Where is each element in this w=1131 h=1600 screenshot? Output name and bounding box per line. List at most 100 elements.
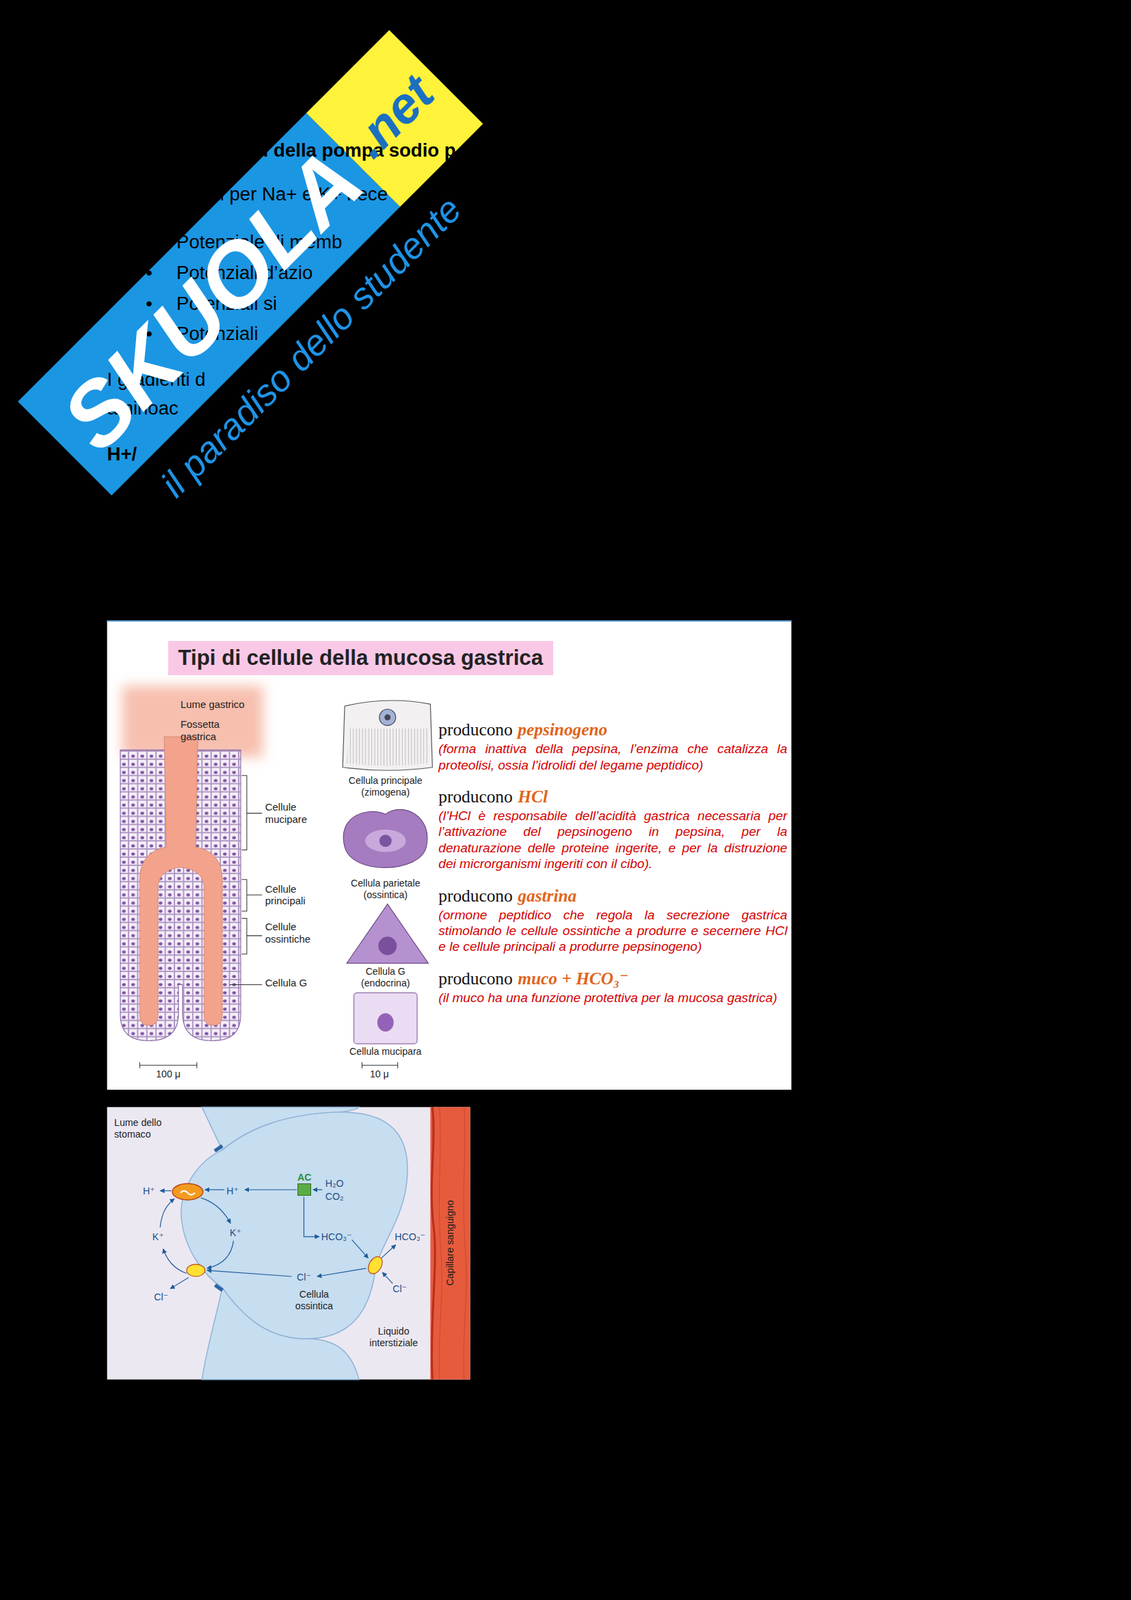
bracket-mucipare	[241, 775, 262, 850]
capillary-stripe	[463, 1106, 467, 1379]
chief-cell-icon	[342, 700, 433, 770]
gland-lumen	[139, 736, 223, 1026]
verb: producono	[438, 719, 513, 739]
text-row: produconopepsinogeno	[438, 718, 788, 740]
enzyme-name: AC	[297, 1171, 312, 1183]
parietal-cell-body	[343, 808, 428, 868]
capillary	[430, 1106, 470, 1379]
mucous-cell-body	[354, 992, 418, 1044]
g-cell-icon	[346, 903, 429, 964]
ion-label: H⁺	[226, 1184, 239, 1196]
exchanger	[365, 1253, 385, 1276]
part-label: Cellule mucipare	[265, 801, 319, 827]
parietal-nucleus	[379, 834, 392, 847]
keyword: muco + HCO₃⁻	[517, 968, 629, 988]
arrow	[381, 1244, 396, 1258]
arrow	[163, 1248, 187, 1274]
slide	[107, 620, 792, 1090]
capillary-wall	[431, 1106, 435, 1379]
ion-label: K⁺	[152, 1230, 165, 1242]
chief-cell-granules	[346, 728, 429, 766]
scale-label: 10 μ	[369, 1068, 390, 1080]
part-label: Cellula G	[265, 977, 308, 990]
scale-label: 100 μ	[155, 1068, 181, 1080]
arrow	[205, 1189, 225, 1190]
chief-cell-nucleus	[379, 709, 396, 726]
description: (il muco ha una funzione protettiva per …	[438, 990, 777, 1005]
tight-junction	[214, 1283, 224, 1292]
scale-bar-10	[361, 1061, 398, 1069]
part-label: Cellule principali	[265, 883, 319, 909]
keyword: pepsinogeno	[517, 719, 608, 739]
text-row: (il muco ha una funzione protettiva per …	[438, 989, 788, 1006]
arrow	[160, 1189, 171, 1191]
text-row: produconogastrina	[438, 884, 788, 906]
cell-name: Cellula ossintica	[281, 1288, 347, 1312]
verb: producono	[438, 786, 513, 806]
cell-caption: Cellula parietale (ossintica)	[336, 877, 435, 901]
part-label: Lume gastrico	[180, 698, 245, 712]
arrow	[382, 1271, 393, 1283]
capillary-name: Capillare sanguigno	[444, 1200, 457, 1286]
ion-label: Cl⁻	[296, 1271, 312, 1283]
arrow	[207, 1269, 292, 1276]
text-column: produconopepsinogeno(forma inattiva dell…	[438, 717, 788, 1006]
keyword: gastrina	[517, 885, 577, 905]
description: (l’HCl è responsabile dell’acidità gastr…	[438, 808, 788, 871]
ion-label: Cl⁻	[392, 1282, 407, 1294]
pump-symbol	[180, 1190, 195, 1195]
cell-body: Cellula ossintica AC	[181, 1109, 414, 1339]
keyword: HCl	[517, 786, 548, 806]
ion-label: H⁺	[142, 1184, 156, 1196]
ion-label: HCO₃⁻	[394, 1230, 426, 1242]
part-label: Fossetta gastrica	[180, 718, 234, 744]
channel	[186, 1263, 206, 1276]
text-row: (forma inattiva della pepsina, l’enzima …	[438, 740, 788, 773]
arrow	[352, 1239, 369, 1258]
arrow	[201, 1197, 231, 1223]
part-label: Cellule ossintiche	[265, 921, 325, 946]
molecule-label: CO₂	[325, 1190, 344, 1203]
transport-arrows	[160, 1189, 396, 1289]
arrow	[303, 1196, 319, 1237]
description: (ormone peptidico che regola la secrezio…	[438, 907, 788, 954]
capillary-band: Capillare sanguigno	[430, 1106, 470, 1379]
arrow	[317, 1267, 367, 1276]
arrow	[170, 1276, 189, 1288]
text-row: produconomuco + HCO₃⁻	[438, 967, 788, 989]
chief-cell-nucleolus	[384, 713, 391, 721]
transport-figure	[107, 1106, 471, 1379]
mucous-cell-icon	[354, 992, 418, 1044]
figure-background	[107, 1106, 471, 1379]
slide-top-rule	[107, 620, 792, 622]
slide-background	[107, 620, 792, 1090]
arrow	[244, 1189, 297, 1190]
ion-label: K⁺	[229, 1226, 242, 1238]
arrow	[160, 1198, 175, 1228]
slide-title: Tipi di cellule della mucosa gastrica	[177, 644, 544, 671]
region-label: Liquido interstiziale	[358, 1325, 429, 1349]
molecule-label: H₂O	[325, 1177, 344, 1190]
bracket-principali	[241, 879, 262, 911]
parietal-cell-outline	[181, 1111, 408, 1339]
chief-cell-body	[342, 700, 433, 770]
cell-caption: Cellula G (endocrina)	[350, 965, 422, 989]
region-label: Lume dello stomaco	[114, 1116, 174, 1140]
mucous-cell-nucleus	[377, 1012, 394, 1032]
g-cell-nucleus	[378, 936, 397, 955]
scale-bar-100	[139, 1061, 197, 1069]
title-box: Tipi di cellule della mucosa gastrica	[168, 640, 554, 676]
ion-label: Cl⁻	[153, 1290, 169, 1302]
bracket-ossintiche	[241, 918, 262, 954]
parietal-cell-icon	[343, 808, 428, 868]
arrow	[207, 1240, 234, 1268]
text-row: (ormone peptidico che regola la secrezio…	[438, 906, 788, 955]
enzyme-box: AC	[297, 1182, 311, 1196]
description: (forma inattiva della pepsina, l’enzima …	[438, 741, 788, 772]
capillary-stripe	[438, 1106, 442, 1379]
g-cell-body	[346, 903, 429, 964]
cell-caption: Cellula mucipara	[349, 1045, 422, 1058]
